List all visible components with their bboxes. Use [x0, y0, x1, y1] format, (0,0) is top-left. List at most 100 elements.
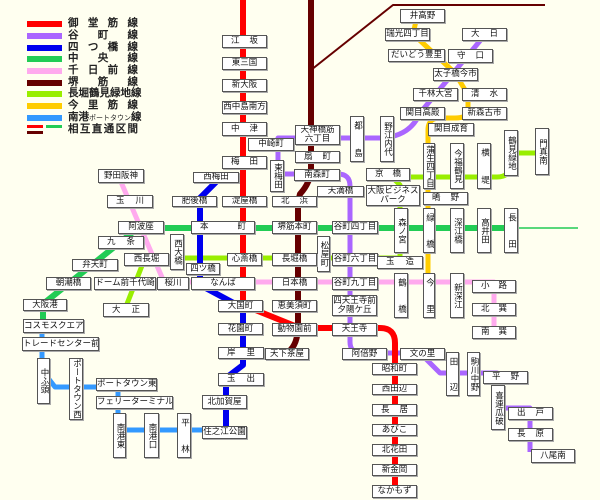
station-14[interactable]: 天満橋 — [317, 186, 364, 197]
station-42[interactable]: 恵美須町 — [272, 300, 317, 312]
station-91[interactable]: 今福鶴見 — [450, 143, 464, 189]
station-92[interactable]: 横堤 — [477, 143, 491, 189]
station-8[interactable]: 都島 — [350, 116, 364, 162]
station-83[interactable]: 千林大宮 — [413, 88, 458, 101]
station-97[interactable]: 緑橋 — [423, 208, 435, 253]
station-79[interactable]: 大日 — [462, 28, 507, 41]
station-73[interactable]: 北花田 — [372, 444, 417, 456]
station-15[interactable]: 肥後橋 — [172, 196, 217, 207]
station-72[interactable]: 長原 — [508, 428, 553, 441]
station-105[interactable]: 新深江 — [450, 273, 464, 318]
station-18[interactable]: 野田阪神 — [98, 169, 144, 183]
station-101[interactable]: 玉造 — [377, 256, 423, 269]
station-82[interactable]: 太子橋今市 — [433, 68, 478, 81]
station-59[interactable]: 玉出 — [218, 373, 264, 386]
station-37[interactable]: 日本橋 — [272, 277, 317, 290]
station-89[interactable]: 鶴見緑地 — [504, 130, 518, 176]
station-84[interactable]: 清水 — [462, 88, 507, 101]
station-74[interactable]: 八尾南 — [531, 449, 575, 463]
station-20[interactable]: 阿波座 — [118, 221, 164, 234]
station-76[interactable]: なかもず — [372, 485, 417, 498]
station-98[interactable]: 深江橋 — [450, 208, 464, 253]
station-16[interactable]: 淀屋橋 — [222, 196, 267, 207]
station-21[interactable]: 本町 — [191, 221, 255, 234]
station-52[interactable]: 文の里 — [400, 348, 445, 360]
station-10[interactable]: 扇町 — [295, 151, 340, 163]
station-46[interactable]: 動物園前 — [272, 323, 317, 336]
station-40[interactable]: 大正 — [103, 303, 149, 317]
station-28[interactable]: 心斎橋 — [227, 253, 262, 266]
station-4[interactable]: 中津 — [222, 122, 267, 136]
station-9[interactable]: 野江内代 — [380, 116, 394, 162]
station-39[interactable]: 大阪港 — [23, 299, 67, 311]
station-94[interactable]: 大阪ビジネスパーク — [366, 185, 420, 206]
station-32[interactable]: 弁天町 — [72, 259, 118, 271]
station-60[interactable]: ポートタウン東 — [96, 378, 157, 391]
station-87[interactable]: 関目成育 — [428, 123, 474, 136]
station-5[interactable]: 梅田 — [222, 156, 267, 169]
station-57[interactable]: 昭和町 — [372, 363, 417, 375]
station-66[interactable]: 出戸 — [508, 407, 553, 420]
station-100[interactable]: 長田 — [504, 208, 518, 253]
station-12[interactable]: 南森町 — [294, 169, 340, 181]
station-30[interactable]: 谷町六丁目 — [332, 253, 378, 266]
station-0[interactable]: 江坂 — [222, 35, 267, 48]
station-25[interactable]: 西大橋 — [170, 234, 184, 270]
station-103[interactable]: 鶴橋 — [394, 273, 408, 318]
station-54[interactable]: 駒川中野 — [467, 352, 480, 396]
station-55[interactable]: 中ふ頭 — [37, 358, 50, 404]
station-90[interactable]: 蒲生四丁目 — [423, 143, 435, 189]
station-22[interactable]: 堺筋本町 — [272, 221, 317, 234]
station-45[interactable]: 花園町 — [218, 323, 263, 335]
station-24[interactable]: 九条 — [98, 236, 144, 249]
station-1[interactable]: 東三国 — [222, 57, 267, 70]
station-71[interactable]: あびこ — [372, 424, 417, 436]
station-99[interactable]: 高井田 — [477, 208, 491, 253]
station-7[interactable]: 天神橋筋六丁目 — [295, 125, 340, 145]
station-93[interactable]: 京橋 — [366, 168, 410, 181]
station-3[interactable]: 西中島南方 — [222, 101, 267, 114]
station-70[interactable]: 住之江公園 — [202, 426, 247, 439]
station-35[interactable]: 桜川 — [157, 277, 189, 290]
station-68[interactable]: 南港口 — [144, 413, 159, 458]
station-43[interactable]: 四天王寺前夕陽ケ丘 — [332, 295, 377, 316]
station-13[interactable]: 西梅田 — [193, 172, 239, 183]
station-96[interactable]: 森ノ宮 — [394, 208, 408, 253]
station-69[interactable]: 平林 — [177, 413, 191, 458]
station-80[interactable]: だいどう豊里 — [388, 49, 445, 62]
station-67[interactable]: 南港東 — [113, 413, 126, 458]
station-56[interactable]: ポートタウン西 — [69, 358, 83, 420]
station-64[interactable]: フェリーターミナル — [96, 396, 173, 409]
station-58[interactable]: 平野 — [483, 371, 528, 384]
station-107[interactable]: 南巽 — [472, 326, 516, 339]
station-26[interactable]: 松屋町 — [317, 236, 330, 272]
station-77[interactable]: 井高野 — [400, 9, 445, 23]
station-85[interactable]: 関目高殿 — [400, 107, 445, 120]
station-49[interactable]: 岸里 — [218, 347, 264, 359]
station-48[interactable]: トレードセンター前 — [22, 337, 99, 351]
station-6[interactable]: 中崎町 — [248, 138, 294, 151]
station-51[interactable]: 阿倍野 — [342, 348, 387, 360]
station-86[interactable]: 新森古市 — [462, 107, 507, 120]
station-19[interactable]: 玉川 — [107, 195, 153, 208]
station-78[interactable]: 瑞光四丁目 — [385, 28, 430, 41]
station-31[interactable]: 四ツ橋 — [186, 263, 220, 275]
station-34[interactable]: ドーム前千代崎 — [94, 277, 156, 290]
station-81[interactable]: 守口 — [448, 49, 493, 63]
station-33[interactable]: 朝潮橋 — [46, 277, 91, 290]
station-50[interactable]: 天下茶屋 — [265, 348, 309, 360]
station-29[interactable]: 長堀橋 — [272, 253, 317, 266]
station-65[interactable]: 長居 — [372, 404, 417, 416]
station-88[interactable]: 門真南 — [535, 128, 549, 175]
station-2[interactable]: 新大阪 — [222, 79, 267, 92]
station-38[interactable]: 谷町九丁目 — [332, 277, 378, 290]
station-23[interactable]: 谷町四丁目 — [332, 221, 378, 234]
station-63[interactable]: 北加賀屋 — [202, 395, 247, 409]
station-11[interactable]: 東梅田 — [270, 160, 284, 192]
station-17[interactable]: 北浜 — [272, 196, 317, 207]
station-47[interactable]: 天王寺 — [332, 323, 377, 336]
station-62[interactable]: 西田辺 — [372, 384, 417, 395]
station-95[interactable]: 鴫野 — [423, 192, 468, 205]
station-44[interactable]: コスモスクエア — [23, 319, 84, 333]
station-75[interactable]: 新金岡 — [372, 464, 417, 476]
